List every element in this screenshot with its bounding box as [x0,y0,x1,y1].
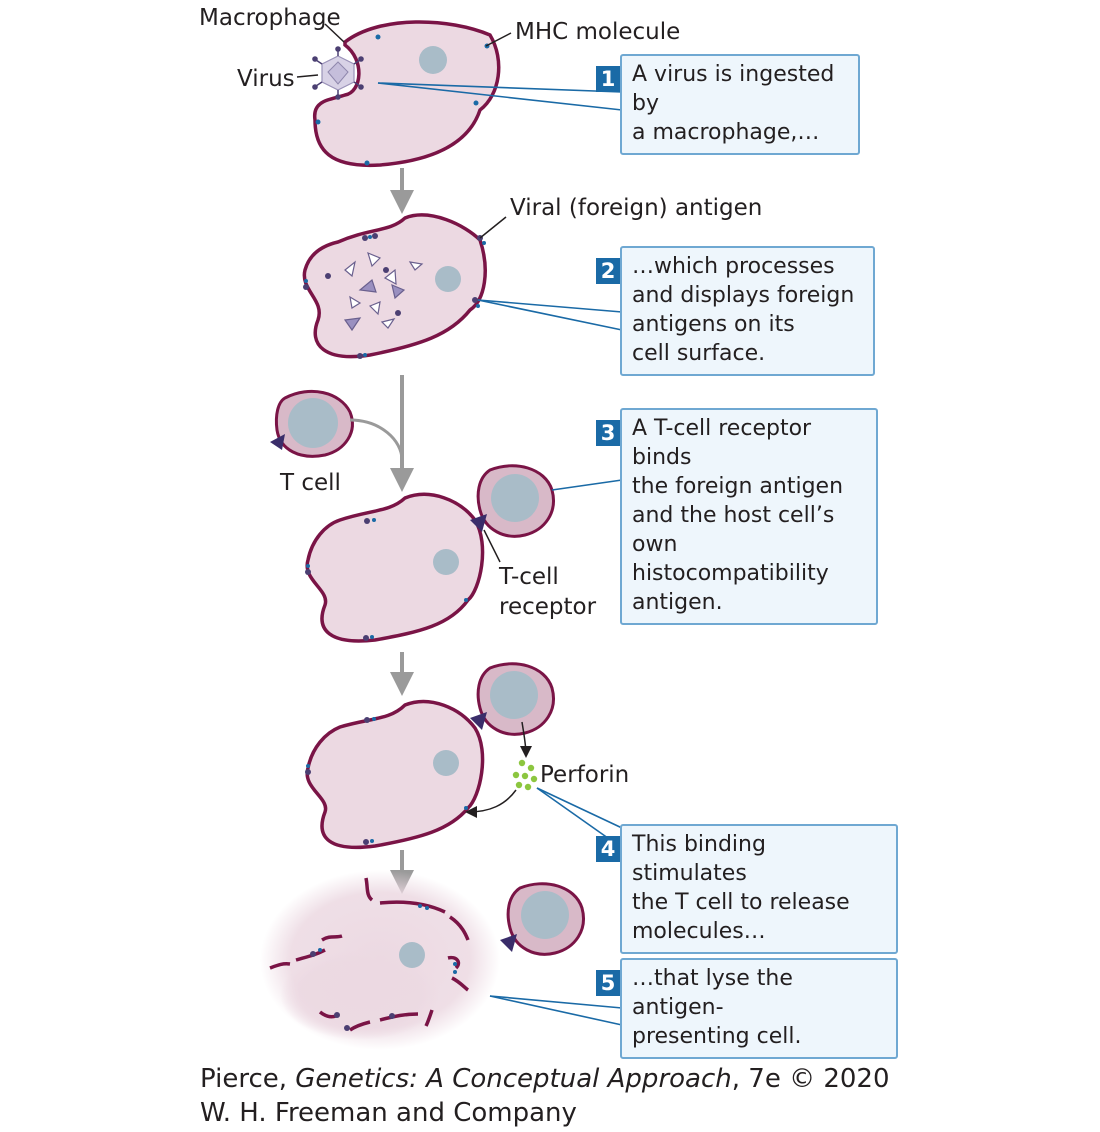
credit-edition: , 7e © 2020 [731,1064,890,1094]
step-number: 1 [596,66,620,92]
macrophage-cell-3 [305,492,485,643]
nucleus [399,942,425,968]
step-4-callout: 4 This binding stimulates the T cell to … [596,824,898,954]
perforin-label: Perforin [540,762,630,788]
nucleus [433,549,459,575]
step-text: …that lyse the antigen- presenting cell. [620,958,898,1059]
credit-publisher: W. H. Freeman and Company [200,1098,577,1128]
virus-particle [312,46,364,100]
step-number: 5 [596,970,620,996]
nucleus [435,266,461,292]
t-cell-bound [470,464,555,538]
step-text: …which processes and displays foreign an… [620,246,875,376]
t-cell-label: T cell [280,470,341,496]
step-text: A T-cell receptor binds the foreign anti… [620,408,878,625]
macrophage-cell-1 [312,20,501,168]
step-2-callout: 2 …which processes and displays foreign … [596,246,875,376]
source-credit: Pierce, Genetics: A Conceptual Approach,… [200,1062,890,1130]
viral-antigen-label: Viral (foreign) antigen [510,195,763,221]
step-5-callout: 5 …that lyse the antigen- presenting cel… [596,958,898,1059]
credit-line-1: Pierce, Genetics: A Conceptual Approach,… [200,1062,890,1096]
nucleus [433,750,459,776]
macrophage-cell-2 [302,213,487,359]
step-number: 3 [596,420,620,446]
macrophage-cell-4 [305,699,485,850]
step-number: 2 [596,258,620,284]
lysed-cell [260,870,500,1050]
perforin-molecules [512,759,538,791]
mhc-molecule-label: MHC molecule [515,19,681,45]
t-cell [270,390,354,458]
macrophage-label: Macrophage [199,5,341,31]
step-3-callout: 3 A T-cell receptor binds the foreign an… [596,408,878,625]
virus-label: Virus [237,66,295,92]
step-number: 4 [596,836,620,862]
step-1-callout: 1 A virus is ingested by a macrophage,… [596,54,860,155]
credit-book-title: Genetics: A Conceptual Approach [295,1064,732,1094]
step-text: This binding stimulates the T cell to re… [620,824,898,954]
t-cell-releasing [470,662,555,736]
t-cell-receptor-label: T-cell receptor [499,564,597,620]
credit-author: Pierce, [200,1064,296,1094]
nucleus [419,46,447,74]
step-text: A virus is ingested by a macrophage,… [620,54,860,155]
t-cell-final [500,882,585,956]
